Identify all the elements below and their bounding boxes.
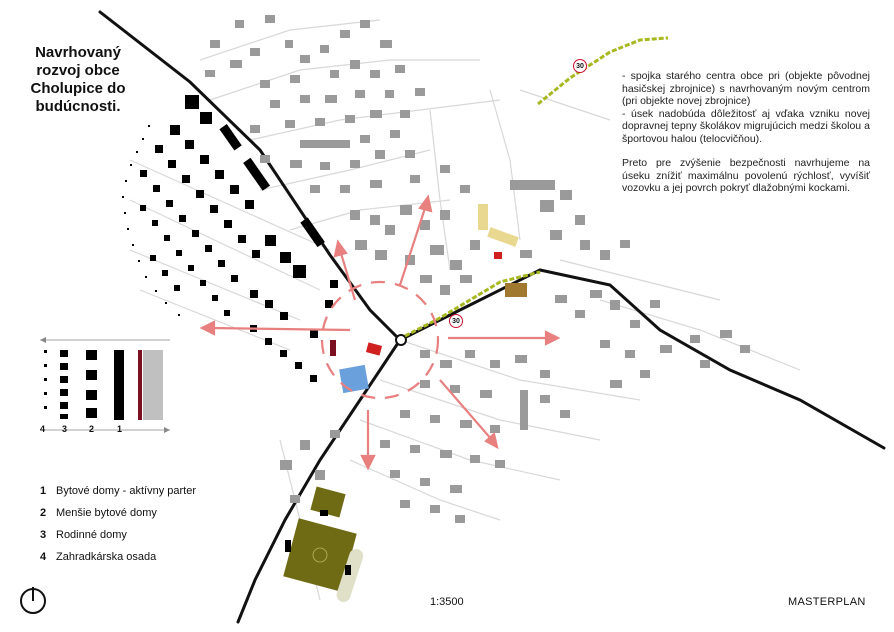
description-item: - úsek nadobúda dôležitosť aj vďaka vzni…	[622, 107, 870, 145]
proposed-housing	[140, 95, 338, 382]
description-item: - spojka starého centra obce pri (objekt…	[622, 70, 870, 107]
road-south	[236, 338, 402, 624]
school-complex	[478, 204, 519, 247]
green-link-road	[404, 270, 541, 338]
old-building-red	[330, 340, 336, 356]
roundabout	[395, 334, 407, 346]
legend-scale-label: 2	[89, 424, 95, 434]
green-link-inset	[537, 36, 669, 106]
village-buildings	[205, 15, 750, 523]
small-field	[310, 486, 346, 518]
development-arrows	[199, 194, 561, 471]
old-center-building	[505, 283, 527, 297]
main-roads	[98, 10, 886, 624]
sports-hall	[339, 364, 369, 394]
road-northwest	[98, 10, 402, 342]
football-field	[283, 518, 357, 592]
plan-label: MASTERPLAN	[788, 596, 866, 608]
legend-scale-label: 3	[62, 424, 68, 434]
fire-station-old	[365, 342, 383, 356]
running-track	[336, 548, 364, 602]
scale-label: 1:3500	[430, 596, 464, 608]
legend-scale-label: 1	[117, 424, 123, 434]
speed-limit-sign-map: 30	[449, 314, 463, 328]
road-east	[398, 268, 886, 450]
map-title: Navrhovaný rozvoj obce Cholupice do budú…	[30, 44, 126, 115]
garden-settlement-dots	[122, 125, 180, 316]
description-paragraph: Preto pre zvýšenie bezpečnosti navrhujem…	[622, 157, 870, 194]
north-arrow-icon	[20, 587, 46, 614]
fire-station-new	[494, 252, 502, 259]
speed-limit-sign-legend: 30	[573, 59, 587, 73]
legend-scale-label: 4	[40, 424, 46, 434]
legend-graphic	[40, 337, 170, 433]
description: - spojka starého centra obce pri (objekt…	[622, 70, 870, 207]
